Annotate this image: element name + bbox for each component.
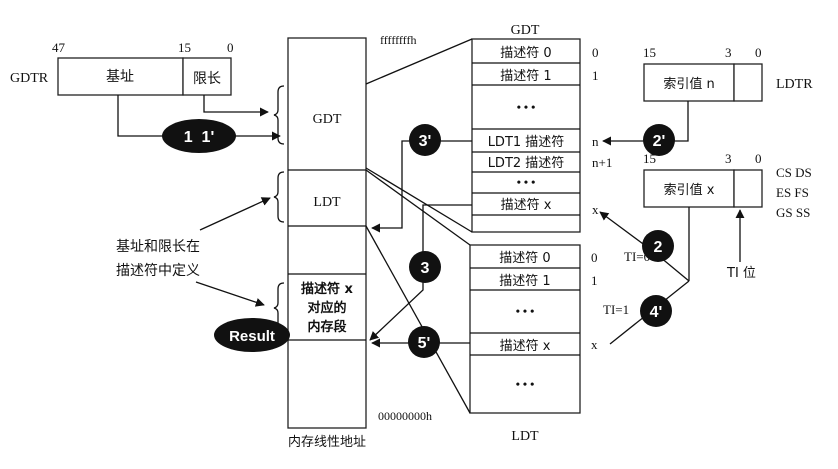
svg-text:Result: Result	[229, 328, 275, 345]
ldt-table-title: LDT	[511, 429, 539, 444]
ldtr-to-gdt-arrow	[602, 101, 689, 146]
ldt-row-ellipsis: • • •	[516, 304, 535, 318]
ldt-index-1: 1	[591, 273, 598, 288]
ldt-projection-top	[365, 169, 471, 246]
ldt-row-0: 描述符 0	[499, 250, 550, 266]
ldtr-ti-field	[733, 63, 763, 102]
gdt-index-1: 1	[592, 68, 599, 83]
gdt-row-x: 描述符 x	[501, 197, 552, 213]
ldtr-bit-0: 0	[755, 45, 762, 60]
ldt-table: 描述符 0 描述符 1 • • • 描述符 x • • • 0 1 x LDT	[469, 244, 598, 444]
ldt-index-x: x	[591, 337, 598, 352]
ti1-label: TI=1	[603, 302, 629, 317]
note-arrow-segment	[195, 281, 265, 307]
note-line1: 基址和限长在	[116, 238, 200, 255]
ldtr-register: 15 3 0 索引值 n LDTR	[643, 45, 813, 102]
gdtr-label: GDTR	[10, 71, 49, 86]
segment-selector: 15 3 0 索引值 x CS DS ES FS GS SS TI 位	[643, 151, 812, 281]
note-arrow-ldt	[199, 197, 271, 231]
step-badge-4-prime: 4'	[640, 295, 672, 327]
svg-text:3: 3	[421, 260, 430, 277]
ti-bit-label: TI 位	[726, 266, 756, 281]
gdt-index-x: x	[592, 202, 599, 217]
gdt-row-ellipsis: • • •	[517, 175, 536, 189]
memory-gdt-label: GDT	[313, 112, 342, 127]
gdtr-bit-15: 15	[178, 40, 191, 55]
step-badge-3-prime: 3'	[409, 124, 441, 156]
svg-text:1 1': 1 1'	[184, 129, 215, 146]
svg-text:5': 5'	[418, 335, 431, 352]
selector-reg-row2: ES FS	[776, 185, 809, 200]
gdt-descriptor-x-arrow	[369, 204, 472, 341]
gdt-index-n: n	[592, 134, 599, 149]
gdt-row-1: 描述符 1	[500, 68, 551, 84]
gdtr-register: 47 15 0 GDTR 基址 限长	[10, 40, 234, 96]
gdtr-limit-label: 限长	[193, 71, 221, 87]
selector-reg-row1: CS DS	[776, 165, 812, 180]
top-address-label: ffffffffh	[380, 33, 416, 47]
gdtr-base-label: 基址	[106, 68, 134, 85]
ldt-row-1: 描述符 1	[499, 273, 550, 289]
memory-segment-label-line2: 对应的	[307, 300, 346, 316]
step-badge-1: 1 1'	[162, 119, 236, 153]
ldtr-bit-15: 15	[643, 45, 656, 60]
gdtr-base-field	[57, 57, 184, 96]
ldt-projection-bottom	[365, 225, 471, 414]
svg-text:3': 3'	[419, 133, 432, 150]
gdtr-limit-arrow	[203, 95, 269, 117]
step-badge-3: 3	[409, 251, 441, 283]
gdt-table-frame	[471, 38, 581, 233]
ldtr-index-label: 索引值 n	[663, 76, 714, 92]
linear-memory-column	[287, 37, 367, 429]
gdt-index-0: 0	[592, 45, 599, 60]
result-badge: Result	[214, 318, 290, 352]
gdt-index-n1: n+1	[592, 155, 612, 170]
memory-segment-label-line1: 描述符 x	[301, 281, 354, 297]
gdt-row-ldt2: LDT2 描述符	[488, 155, 565, 171]
gdt-row-ldt1: LDT1 描述符	[488, 134, 565, 150]
selector-ti-field	[733, 169, 763, 208]
gdt-projection-top	[365, 38, 473, 85]
selector-index-label: 索引值 x	[664, 182, 715, 198]
linear-memory: GDT LDT 描述符 x 对应的 内存段 ffffffffh 00000000…	[287, 33, 432, 450]
gdt-projection-bottom	[365, 167, 473, 233]
ldt-index-0: 0	[591, 250, 598, 265]
ldtr-index-field	[643, 63, 735, 102]
gdt-table: GDT 描述符 0 描述符 1 • • • LDT1 描述符 LDT2 描述符 …	[471, 23, 612, 233]
ldtr-label: LDTR	[776, 77, 813, 92]
gdtr-bit-47: 47	[52, 40, 66, 55]
gdt-row-0: 描述符 0	[500, 45, 551, 61]
bottom-address-label: 00000000h	[378, 409, 432, 423]
selector-bit-15: 15	[643, 151, 656, 166]
ldt-table-frame	[469, 244, 581, 414]
selector-bit-0: 0	[755, 151, 762, 166]
ldtr-bit-3: 3	[725, 45, 732, 60]
selector-reg-row3: GS SS	[776, 205, 810, 220]
gdt-row-ellipsis: • • •	[517, 100, 536, 114]
gdtr-bit-0: 0	[227, 40, 234, 55]
ldt-brace	[273, 171, 285, 223]
svg-text:2: 2	[654, 239, 663, 256]
memory-segment-label-line3: 内存段	[307, 319, 346, 335]
memory-caption: 内存线性地址	[288, 434, 366, 450]
svg-text:2': 2'	[653, 133, 666, 150]
note-line2: 描述符中定义	[116, 263, 200, 279]
svg-text:4': 4'	[650, 304, 663, 321]
step-badge-2: 2	[642, 230, 674, 262]
step-badge-2-prime: 2'	[643, 124, 675, 156]
gdtr-limit-field	[182, 57, 232, 96]
step-badge-5-prime: 5'	[408, 326, 440, 358]
gdt-brace	[273, 85, 285, 145]
ldt-row-ellipsis: • • •	[516, 377, 535, 391]
selector-bit-3: 3	[725, 151, 732, 166]
gdt-table-title: GDT	[511, 23, 540, 38]
memory-ldt-label: LDT	[313, 195, 341, 210]
ldt-row-x: 描述符 x	[500, 338, 551, 354]
